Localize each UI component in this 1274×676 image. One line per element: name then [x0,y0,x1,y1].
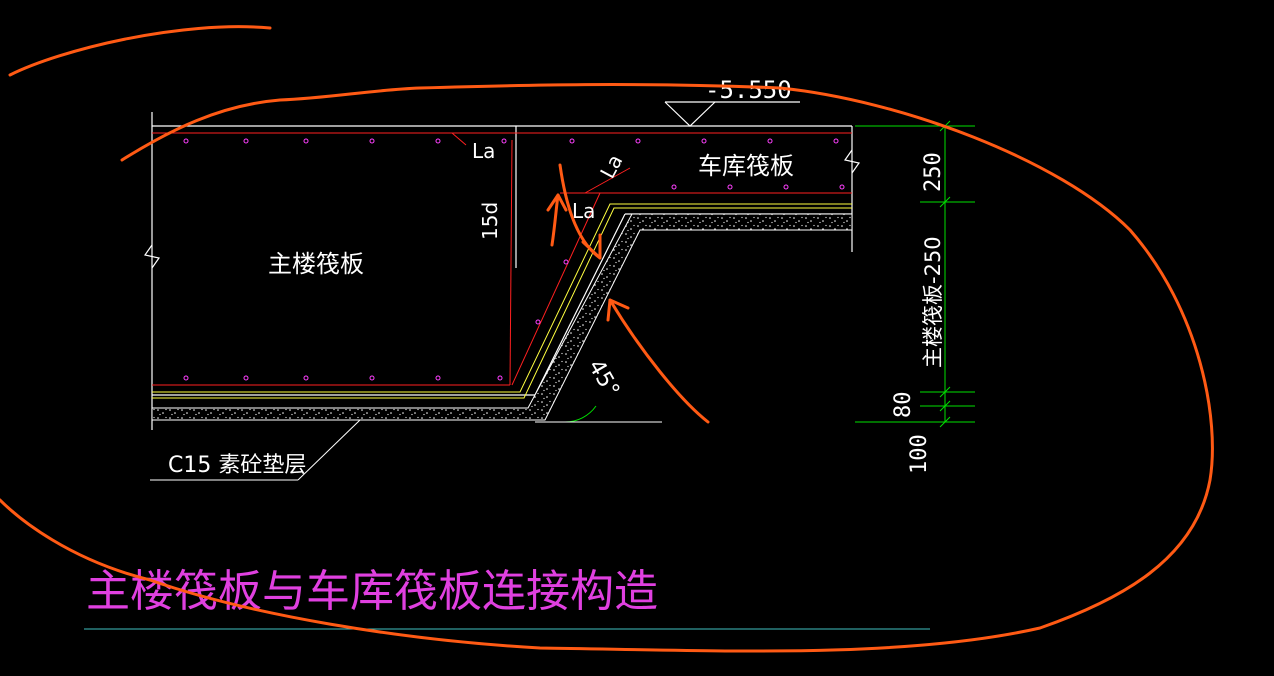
markup-annotations [0,25,1214,653]
break-symbol-right [843,149,861,174]
markup-arrow-1 [558,163,602,260]
cushion-label: C15 素砼垫层 [168,453,306,478]
markup-arrow-2 [546,193,568,247]
waterproof-layer [152,203,852,399]
break-symbol-left [143,244,161,269]
dimension-value: 250 [921,236,945,276]
elevation-marker [664,101,800,127]
dimension-100: 100 [907,434,932,474]
concrete-cushion [151,213,853,421]
dimension-lines [535,120,975,428]
anchor-label-1: La [472,139,495,163]
anchor-label-3: La [572,199,595,223]
elevation-label: -5.550 [705,76,792,104]
anchor-label-2: La [595,150,627,182]
dimension-80: 80 [891,392,916,419]
hook-length-label: 15d [478,202,502,240]
drawing-title: 主楼筏板与车库筏板连接构造 [86,566,658,617]
dimension-prefix: 主楼筏板- [921,276,945,368]
main-raft-label: 主楼筏板 [268,250,364,278]
dimension-250-main-raft: 主楼筏板-250 [921,236,945,368]
dimension-250-top: 250 [921,152,946,192]
rebar-lines [152,132,852,386]
markup-arrow-3 [606,298,710,424]
rebar-dots [183,138,845,381]
angle-label: 45° [583,356,624,402]
garage-raft-label: 车库筏板 [698,152,794,180]
markup-ellipse [0,25,1214,653]
cushion-leader [150,419,361,481]
